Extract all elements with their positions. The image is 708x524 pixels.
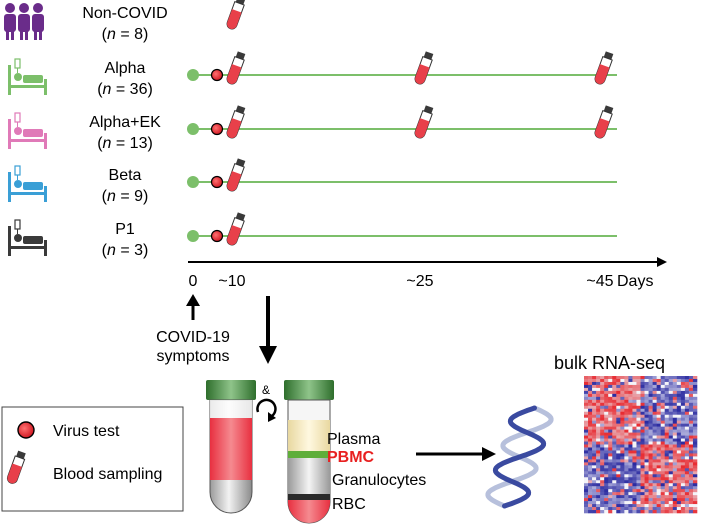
swap-arrow-icon — [256, 398, 277, 417]
tube-cap — [284, 380, 334, 400]
legend: Virus test Blood sampling — [1, 406, 184, 512]
cohort-name: Non-COVID — [82, 5, 167, 22]
patient-bed-icon — [8, 112, 47, 149]
whole-blood-tube — [206, 380, 256, 514]
cohort-count: (n = 3) — [102, 242, 149, 259]
virus-test-icon — [210, 229, 224, 243]
symptom-onset-dot — [187, 230, 199, 242]
virus-test-icon — [210, 175, 224, 189]
tube-rbc-layer — [288, 500, 330, 523]
heatmap-title: bulk RNA-seq — [554, 353, 665, 373]
tube-cap — [206, 380, 256, 400]
virus-test-icon — [210, 122, 224, 136]
sequencing-arrow — [416, 447, 496, 461]
onset-arrow-head — [186, 294, 200, 306]
axis-tick-label: 0 — [189, 273, 198, 290]
blood-sampling-icon — [414, 105, 434, 139]
patient-bed-icon — [8, 58, 47, 95]
legend-label-blood-sampling: Blood sampling — [53, 466, 162, 483]
swap-ampersand: & — [262, 383, 270, 397]
tube-separator-layer — [288, 494, 330, 500]
layer-label-pbmc: PBMC — [327, 449, 375, 466]
layer-label-granulocytes: Granulocytes — [332, 472, 426, 489]
blood-sampling-icon — [6, 450, 26, 484]
onset-label-line1: COVID-19 — [156, 329, 230, 346]
legend-label-virus-test: Virus test — [53, 423, 120, 440]
tube-plasma-layer — [288, 420, 330, 451]
processing-arrow — [259, 296, 277, 364]
blood-sampling-icon — [594, 105, 614, 139]
cohort-count: (n = 9) — [102, 188, 149, 205]
cohort-name: Alpha — [105, 60, 146, 77]
axis-unit-label: Days — [617, 273, 653, 290]
legend-box — [1, 406, 184, 512]
rna-helix-icon — [485, 405, 554, 509]
separated-tube: Plasma PBMC Granulocytes RBC — [284, 380, 426, 524]
tube-granulocyte-layer — [288, 458, 330, 494]
blood-sampling-icon — [226, 105, 246, 139]
layer-label-plasma: Plasma — [327, 431, 380, 448]
cohort-name: Alpha+EK — [89, 114, 161, 131]
blood-sampling-icon — [594, 51, 614, 85]
axis-tick-label: ~10 — [218, 273, 245, 290]
cohort-count: (n = 8) — [102, 26, 149, 43]
symptom-onset-dot — [187, 176, 199, 188]
symptom-onset-dot — [187, 69, 199, 81]
cohort-timelines — [187, 0, 617, 246]
cohort-count: (n = 13) — [97, 135, 153, 152]
swap-arrow-head — [268, 412, 276, 422]
virus-test-icon — [210, 68, 224, 82]
axis-tick-label: ~25 — [406, 273, 433, 290]
tube-blood-layer — [210, 418, 252, 480]
rna-seq-heatmap — [584, 376, 698, 514]
people-group-icon — [4, 3, 44, 40]
symptom-onset-annotation: COVID-19 symptoms — [156, 294, 230, 365]
time-axis: 0 ~10 ~25 ~45 Days — [188, 257, 667, 290]
blood-sampling-icon — [226, 158, 246, 192]
tube-pbmc-layer — [288, 451, 330, 458]
symptom-onset-dot — [187, 123, 199, 135]
cohort-labels: Non-COVID (n = 8) Alpha (n = 36) Alpha+EK (n … — [4, 3, 168, 259]
cohort-name: P1 — [115, 221, 135, 238]
patient-bed-icon — [8, 219, 47, 256]
onset-label-line2: symptoms — [157, 348, 230, 365]
layer-label-rbc: RBC — [332, 496, 366, 513]
cohort-name: Beta — [109, 167, 142, 184]
axis-tick-label: ~45 — [586, 273, 613, 290]
axis-arrowhead — [657, 257, 667, 267]
virus-test-icon — [17, 421, 35, 439]
tube-top-space — [210, 400, 252, 418]
blood-sampling-icon — [414, 51, 434, 85]
patient-bed-icon — [8, 165, 47, 202]
helix-strand — [492, 405, 547, 509]
cohort-count: (n = 36) — [97, 81, 153, 98]
blood-sampling-icon — [226, 51, 246, 85]
processing-arrow-head — [259, 346, 277, 364]
blood-sampling-icon — [226, 0, 246, 30]
sequencing-arrow-head — [482, 447, 496, 461]
blood-sampling-icon — [226, 212, 246, 246]
centrifuge-swap: & — [256, 383, 277, 422]
